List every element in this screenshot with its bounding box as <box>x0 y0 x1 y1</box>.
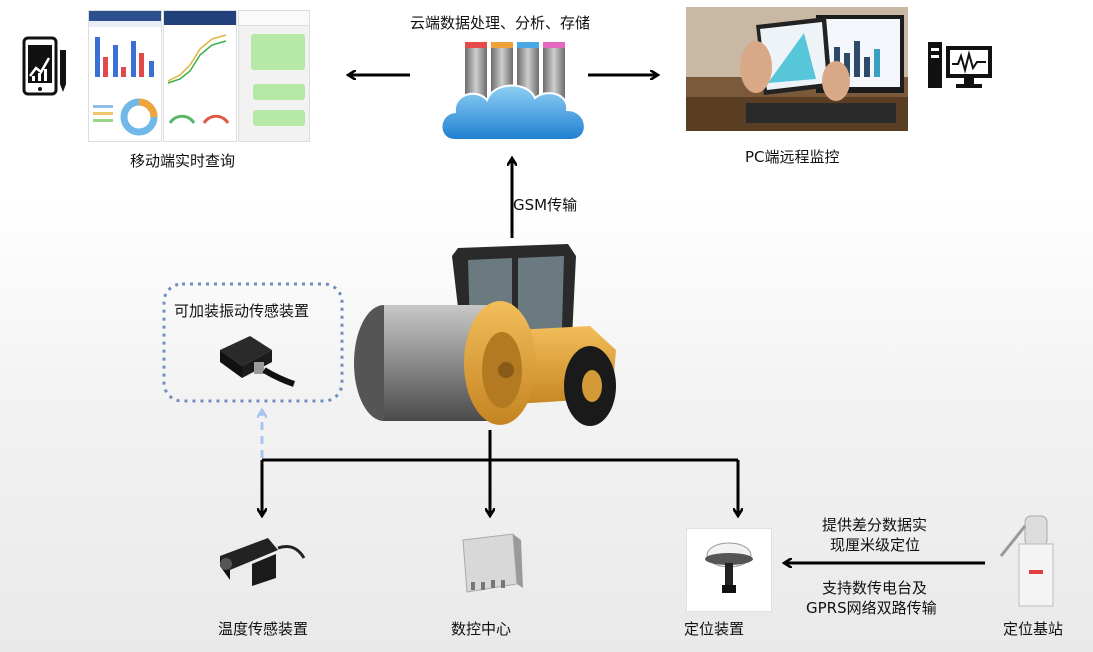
label-temperature: 温度传感装置 <box>218 620 309 638</box>
label-positioning: 定位装置 <box>684 620 745 638</box>
mobile-screenshot-2 <box>163 10 237 142</box>
pc-monitoring-photo <box>686 7 908 131</box>
control-center-box-icon <box>455 530 525 600</box>
label-pc: PC端远程监控 <box>745 148 840 166</box>
label-mobile: 移动端实时查询 <box>130 152 236 170</box>
label-vibration: 可加装振动传感装置 <box>174 302 310 320</box>
tablet-chart-icon <box>22 36 70 98</box>
road-roller-image <box>340 238 632 433</box>
label-radio-line2: GPRS网络双路传输 <box>806 599 937 617</box>
mobile-screenshot-1 <box>88 10 162 142</box>
base-station-icon <box>995 510 1063 610</box>
label-base-station: 定位基站 <box>1003 620 1064 638</box>
label-control: 数控中心 <box>451 620 512 638</box>
label-gsm: GSM传输 <box>513 196 578 214</box>
monitor-waveform-icon <box>928 42 994 92</box>
vibration-sensor-icon <box>210 322 298 392</box>
label-diff-line1: 提供差分数据实 <box>822 516 928 534</box>
temperature-sensor-icon <box>216 534 308 588</box>
label-diff-line2: 现厘米级定位 <box>830 536 921 554</box>
label-cloud: 云端数据处理、分析、存储 <box>410 14 591 32</box>
vibration-box <box>162 282 344 403</box>
gnss-antenna-icon <box>686 528 772 612</box>
label-radio-line1: 支持数传电台及 <box>822 579 928 597</box>
mobile-screenshot-3 <box>238 10 310 142</box>
cloud-server-icon <box>435 36 595 148</box>
